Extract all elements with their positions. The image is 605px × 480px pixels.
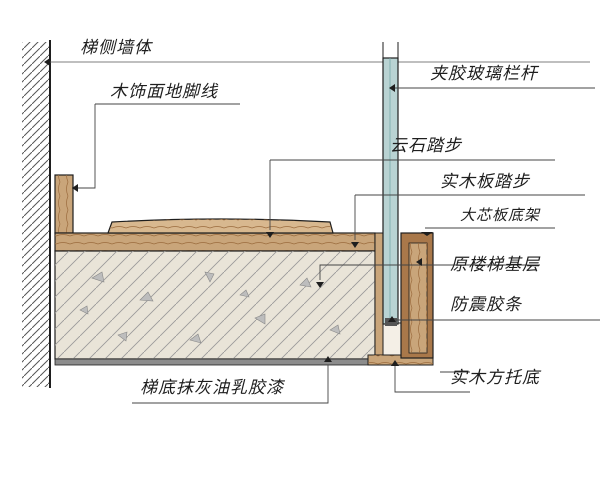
label-marble-tread: 云石踏步 [390,136,462,156]
marble-tread [107,218,334,234]
arrowheads [44,58,433,366]
solid-wood-tread-board [54,232,376,252]
wood-skirting [54,174,74,234]
original-stair-base [54,250,376,360]
label-solid-wood-batten-base: 实木方托底 [450,368,540,388]
blockboard-frame [374,232,384,362]
label-stair-side-wall: 梯侧墙体 [80,38,152,58]
label-original-stair-base: 原楼梯基层 [450,255,540,275]
laminated-glass-railing [382,42,399,326]
label-blockboard-frame: 大芯板底架 [460,206,541,224]
label-stair-bottom-finish: 梯底抹灰油乳胶漆 [140,378,284,398]
solid-wood-batten-base [367,322,434,366]
outer-wood-cladding [400,232,434,359]
stair-side-wall [22,40,590,388]
leader-lines [72,87,600,404]
label-wood-skirting: 木饰面地脚线 [110,82,218,102]
label-laminated-glass-railing: 夹胶玻璃栏杆 [430,64,538,84]
label-anti-seismic-strip: 防震胶条 [450,295,522,315]
label-solid-wood-tread: 实木板踏步 [440,172,530,192]
